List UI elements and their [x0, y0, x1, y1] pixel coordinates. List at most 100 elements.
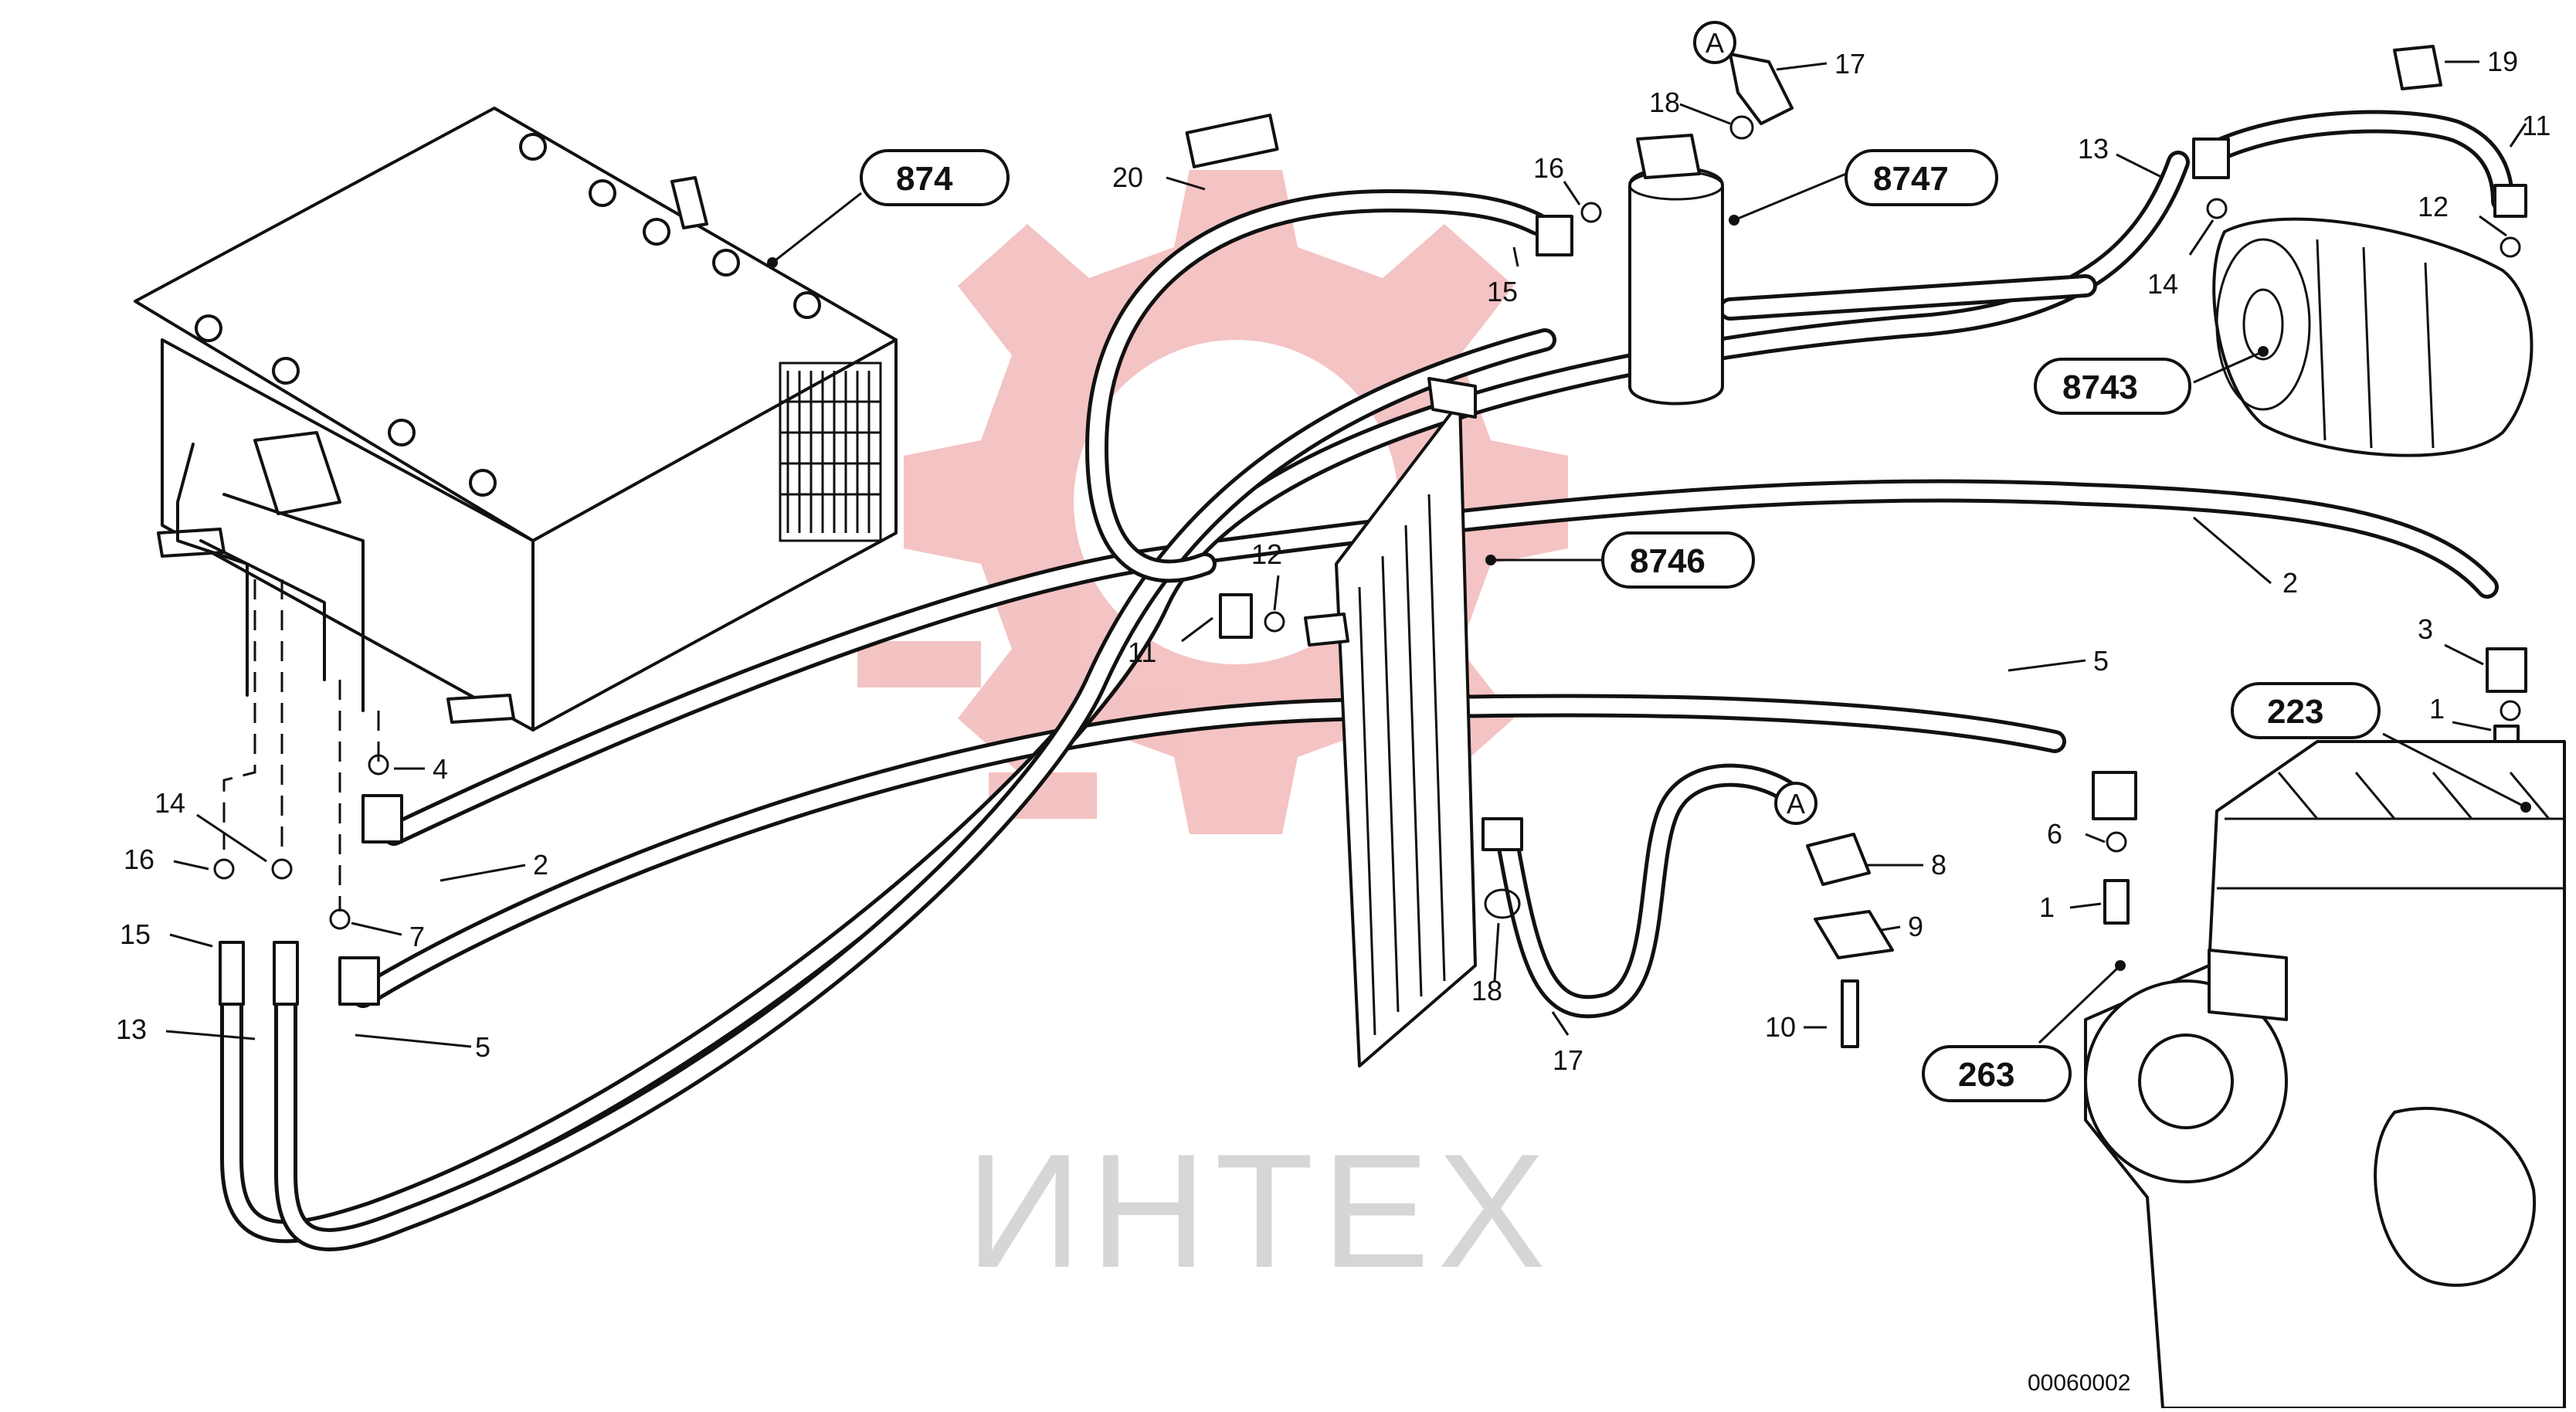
fitting-nut: [361, 794, 403, 843]
callout-5-left: 5: [475, 1031, 490, 1063]
ac-expansion-valve: [253, 431, 341, 515]
engine-manifold: [2374, 1106, 2537, 1287]
connector-a-top: A: [1693, 21, 1736, 64]
ac-bolt: [388, 419, 416, 446]
ac-bracket: [670, 176, 708, 229]
ref-8747: 8747: [1729, 149, 1998, 226]
ref-874-dot: [767, 257, 778, 268]
ref-8743-dot: [2258, 346, 2269, 357]
fitting-17: [1481, 817, 1523, 851]
callout-7: 7: [409, 921, 425, 952]
connector-a-circle: [1774, 782, 1817, 825]
condenser-fins: [1358, 494, 1446, 1036]
ac-unit-grille: [779, 361, 882, 542]
ref-263-box: [1922, 1045, 2072, 1102]
ac-bolt: [589, 179, 616, 207]
condenser: [1304, 377, 1477, 1067]
callout-12-comp: 12: [2418, 191, 2449, 222]
part-10-bolt: [1841, 979, 1859, 1048]
ac-bolt: [519, 133, 547, 161]
drawing-number: 00060002: [2028, 1370, 2130, 1396]
compressor: [2212, 217, 2534, 457]
ref-8747-leader: [1733, 172, 1847, 222]
ref-8746-dot: [1485, 555, 1496, 565]
fitting-nut-15: [1536, 215, 1573, 256]
condenser-port: [1304, 613, 1349, 647]
fitting-15: [219, 941, 245, 1006]
connector-a-bottom: A: [1774, 782, 1817, 825]
ac-pipe: [199, 539, 326, 681]
fitting-nut-11: [1219, 593, 1253, 639]
ref-8743-label: 8743: [2062, 368, 2138, 406]
fitting-nut-13: [2192, 137, 2230, 179]
callout-18-top: 18: [1649, 87, 1680, 118]
part-20-sleeve: [1185, 114, 1279, 168]
callout-16: 16: [1533, 152, 1564, 184]
fitting-nut: [338, 956, 380, 1006]
callout-4: 4: [433, 753, 448, 785]
ac-unit: [134, 107, 898, 731]
ref-8743: 8743: [2034, 346, 2269, 415]
callout-5-right: 5: [2093, 645, 2109, 677]
o-ring-14-left: [271, 858, 293, 880]
callout-13-left: 13: [116, 1013, 147, 1045]
o-ring-14-comp: [2206, 198, 2228, 219]
ref-263-label: 263: [1958, 1056, 2014, 1094]
callout-11-cond: 11: [1128, 636, 1156, 668]
ref-263-leader: [2038, 964, 2122, 1044]
fitting-nut-11-comp: [2493, 184, 2527, 218]
ref-874-leader: [772, 192, 862, 264]
dryer-body: [1628, 166, 1724, 406]
ac-bolt: [469, 469, 497, 497]
ref-874-box: [860, 149, 1010, 206]
o-ring-16: [1580, 202, 1602, 223]
condenser-face: [1335, 400, 1477, 1067]
connector-a-label: A: [1705, 27, 1724, 59]
callouts: 20 16 15 18 17 19 13 11 12 14 4 2 7 5 16…: [116, 46, 2551, 1076]
watermark-bar-left: [857, 641, 981, 687]
ac-pipe: [222, 493, 365, 712]
ref-8746: 8746: [1485, 531, 1755, 589]
callout-14-comp: 14: [2147, 268, 2178, 300]
o-ring-12: [1264, 611, 1285, 633]
ac-pipe: [176, 443, 249, 697]
callout-12-cond: 12: [1251, 538, 1282, 570]
fitting-1-lower: [2103, 879, 2130, 925]
callout-6: 6: [2047, 818, 2062, 850]
connector-a-circle: [1693, 21, 1736, 64]
engine-pulley-hub: [2138, 1034, 2234, 1129]
dryer-switch: [1636, 134, 1701, 179]
ac-bolt: [793, 291, 821, 319]
fitting-13: [273, 941, 299, 1006]
ref-223-label: 223: [2267, 693, 2323, 731]
engine-head: [2217, 772, 2564, 890]
callout-3: 3: [2418, 613, 2433, 645]
callout-11-comp: 11: [2522, 110, 2551, 141]
callout-20: 20: [1112, 161, 1143, 193]
compressor-body: [2212, 217, 2534, 457]
ref-263: 263: [1922, 960, 2126, 1102]
callout-19: 19: [2487, 46, 2518, 77]
callout-15-left: 15: [120, 918, 151, 950]
compressor-detail: [2316, 239, 2435, 449]
part-8-clamp: [1806, 833, 1871, 886]
ac-bolt: [272, 357, 300, 385]
o-ring-18: [1729, 115, 1754, 140]
callout-2-left: 2: [533, 849, 548, 881]
o-ring-18-lower: [1484, 888, 1521, 919]
o-ring-6: [2106, 831, 2127, 853]
ref-263-dot: [2115, 960, 2126, 971]
callout-15: 15: [1487, 276, 1518, 307]
part-19-cap: [2393, 45, 2442, 90]
ref-8747-label: 8747: [1873, 160, 1949, 198]
part-9-plate: [1814, 910, 1894, 959]
callout-17-top: 17: [1834, 48, 1865, 80]
callout-2-right: 2: [2282, 567, 2298, 599]
callout-14-left: 14: [154, 787, 185, 819]
compressor-pulley: [2215, 238, 2311, 411]
ref-223-dot: [2520, 802, 2531, 813]
ref-223-leader: [2382, 732, 2527, 809]
fitting-nut-5: [2092, 771, 2137, 820]
ac-unit-grille-lines: [780, 371, 881, 533]
ref-874: 874: [767, 149, 1010, 268]
